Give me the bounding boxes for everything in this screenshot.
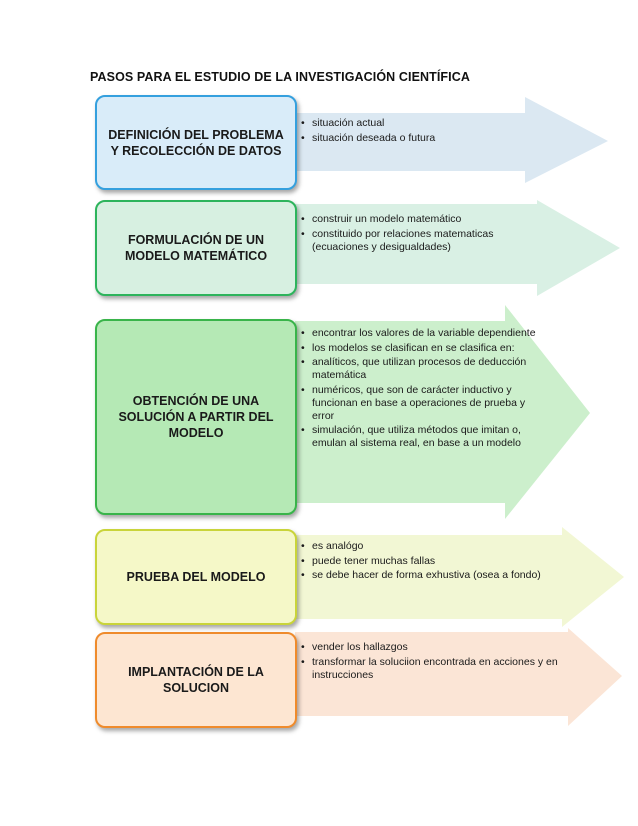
bullet-item: transformar la soluciion encontrada en a… [300, 656, 568, 682]
bullet-item: se debe hacer de forma exhustiva (osea a… [300, 569, 570, 582]
step-label: DEFINICIÓN DEL PROBLEMA Y RECOLECCIÓN DE… [108, 127, 284, 158]
step-box: DEFINICIÓN DEL PROBLEMA Y RECOLECCIÓN DE… [95, 95, 297, 190]
bullet-item: numéricos, que son de carácter inductivo… [300, 384, 540, 423]
step-label: OBTENCIÓN DE UNA SOLUCIÓN A PARTIR DEL M… [118, 394, 274, 440]
step-box: IMPLANTACIÓN DE LA SOLUCION [95, 632, 297, 728]
step-label: IMPLANTACIÓN DE LA SOLUCION [128, 665, 264, 695]
step-bullets: situación actual situación deseada o fut… [300, 117, 505, 146]
step-bullets: es analógo puede tener muchas fallas se … [300, 540, 570, 584]
bullet-item: analíticos, que utilizan procesos de ded… [300, 356, 540, 382]
bullet-item: es analógo [300, 540, 570, 553]
step-formulacion: FORMULACIÓN DE UN MODELO MATEMÁTICO cons… [0, 200, 638, 300]
bullet-item: los modelos se clasifican en se clasific… [300, 342, 540, 355]
step-box: FORMULACIÓN DE UN MODELO MATEMÁTICO [95, 200, 297, 296]
step-bullets: construir un modelo matemático constitui… [300, 213, 532, 255]
step-label: FORMULACIÓN DE UN MODELO MATEMÁTICO [124, 233, 268, 263]
step-implantacion: IMPLANTACIÓN DE LA SOLUCION vender los h… [0, 628, 638, 730]
bullet-item: vender los hallazgos [300, 641, 568, 654]
bullet-item: situación deseada o futura [300, 132, 505, 145]
step-definicion: DEFINICIÓN DEL PROBLEMA Y RECOLECCIÓN DE… [0, 95, 638, 191]
page-title: PASOS PARA EL ESTUDIO DE LA INVESTIGACIÓ… [90, 70, 470, 84]
step-bullets: vender los hallazgos transformar la solu… [300, 641, 568, 683]
step-box: PRUEBA DEL MODELO [95, 529, 297, 625]
bullet-item: simulación, que utiliza métodos que imit… [300, 424, 540, 450]
step-prueba: PRUEBA DEL MODELO es analógo puede tener… [0, 527, 638, 627]
step-obtencion: OBTENCIÓN DE UNA SOLUCIÓN A PARTIR DEL M… [0, 305, 638, 520]
bullet-item: constituido por relaciones matematicas (… [300, 228, 532, 254]
step-label: PRUEBA DEL MODELO [126, 570, 266, 584]
bullet-item: puede tener muchas fallas [300, 555, 570, 568]
bullet-item: encontrar los valores de la variable dep… [300, 327, 540, 340]
step-bullets: encontrar los valores de la variable dep… [300, 327, 540, 452]
bullet-item: construir un modelo matemático [300, 213, 532, 226]
bullet-item: situación actual [300, 117, 505, 130]
step-box: OBTENCIÓN DE UNA SOLUCIÓN A PARTIR DEL M… [95, 319, 297, 515]
